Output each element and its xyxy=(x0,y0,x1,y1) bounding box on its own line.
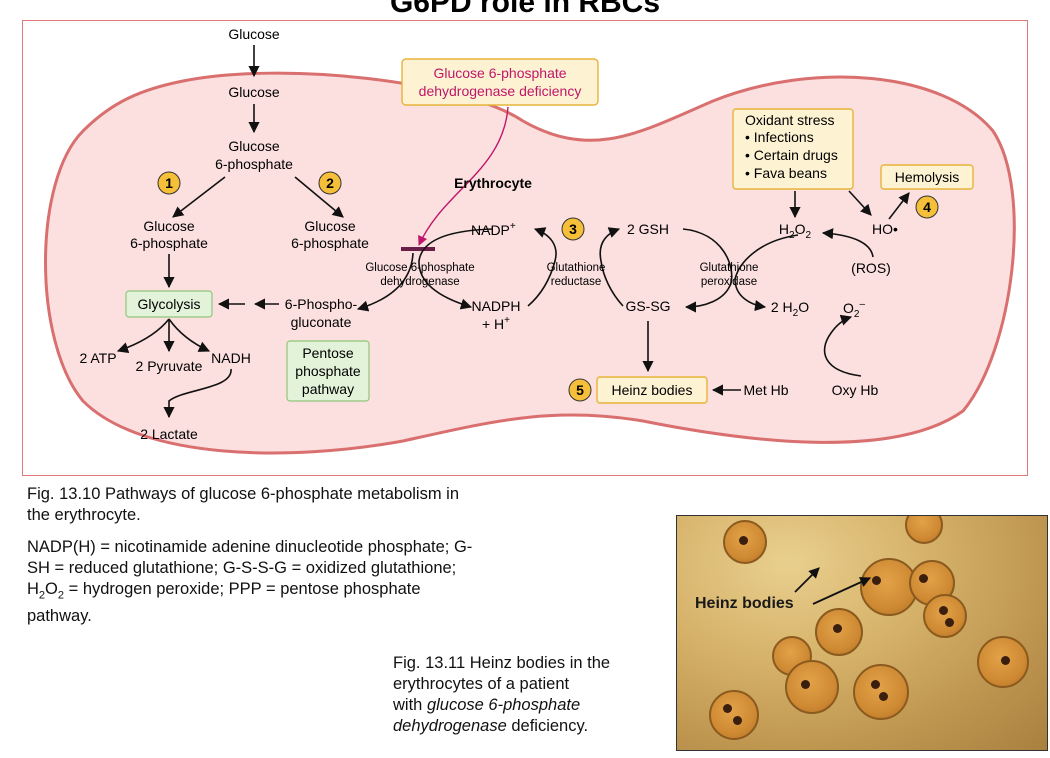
arrow-to-nadh xyxy=(168,318,211,352)
pyruvate-label: 2 Pyruvate xyxy=(136,358,203,374)
abbreviations-caption: NADP(H) = nicotinamide adenine dinucleot… xyxy=(27,538,473,626)
gsh-label: 2 GSH xyxy=(627,221,669,237)
nadph-line1: NADPH xyxy=(471,298,520,314)
atp-label: 2 ATP xyxy=(79,350,116,366)
erythrocyte-cell xyxy=(977,636,1029,688)
erythrocyte-cell xyxy=(860,558,918,616)
deficiency-line1: Glucose 6-phosphate xyxy=(433,65,566,81)
right-g6p-line1: Glucose xyxy=(304,218,356,234)
ppp-line2: phosphate xyxy=(295,363,361,379)
figure-13-10-caption: Fig. 13.10 Pathways of glucose 6-phospha… xyxy=(27,485,459,524)
step-badge-3-text: 3 xyxy=(569,221,577,237)
glycolysis-label: Glycolysis xyxy=(137,296,200,312)
phosphogluconate-line2: gluconate xyxy=(291,314,352,330)
heinz-bodies-micrograph: Heinz bodies xyxy=(676,515,1048,751)
nadp-label: NADP+ xyxy=(471,221,516,238)
pathway-diagram-panel: Glucose Glucose Glucose 6-phosphate 1 2 … xyxy=(22,20,1028,476)
h2o2-label: H2O2 xyxy=(779,221,812,241)
deficiency-box xyxy=(401,58,599,106)
glucose-top-label: Glucose xyxy=(228,26,280,42)
heinz-bodies-photo-label: Heinz bodies xyxy=(695,595,794,612)
lactate-label: 2 Lactate xyxy=(140,426,198,442)
gpx-enzyme-line2: peroxidase xyxy=(701,276,757,288)
left-g6p-line2: 6-phosphate xyxy=(130,235,208,251)
arrow-to-lactate xyxy=(163,368,232,419)
deficiency-line2: dehydrogenase deficiency xyxy=(419,83,582,99)
left-g6p-line1: Glucose xyxy=(143,218,195,234)
heinz-label: Heinz bodies xyxy=(612,382,693,398)
step-badge-1 xyxy=(157,171,181,195)
arrow-nadp-to-nadph xyxy=(418,228,494,310)
oxidant-stress-box xyxy=(732,108,854,190)
g6pd-enzyme-line1: Glucose 6-phosphate xyxy=(365,262,474,274)
superoxide-label: O2– xyxy=(843,299,865,320)
arrow-g6pd-reaction xyxy=(356,252,414,312)
g6p-label-line1: Glucose xyxy=(228,138,280,154)
arrow-h2o2-to-water xyxy=(734,234,799,312)
photo-annotation-arrows xyxy=(794,567,871,605)
arrow-to-ppp-branch xyxy=(294,176,344,218)
oxidant-item-infections: • Infections xyxy=(745,129,814,145)
oxidant-item-drugs: • Certain drugs xyxy=(745,147,838,163)
arrow-gr-to-nadp xyxy=(527,227,557,307)
step-badge-2 xyxy=(318,171,342,195)
oxidant-stress-title: Oxidant stress xyxy=(745,112,834,128)
step-badge-1-text: 1 xyxy=(165,175,173,191)
gr-enzyme-line1: Glutathione xyxy=(547,262,606,274)
arrow-to-atp xyxy=(116,318,170,354)
right-g6p-line2: 6-phosphate xyxy=(291,235,369,251)
ppp-box xyxy=(286,340,370,402)
phosphogluconate-line1: 6-Phospho- xyxy=(285,296,358,312)
page-title: G6PD role in RBCs xyxy=(389,0,661,19)
deficiency-arrow xyxy=(418,106,509,246)
hemolysis-label: Hemolysis xyxy=(895,169,960,185)
g6p-label-line2: 6-phosphate xyxy=(215,156,293,172)
hemolysis-box xyxy=(880,164,974,190)
erythrocyte-cell xyxy=(923,594,967,638)
step-badge-4-text: 4 xyxy=(923,199,931,215)
gr-enzyme-line2: reductase xyxy=(551,276,602,288)
step-badge-4 xyxy=(915,195,939,219)
arrow-oxyhb-to-superoxide xyxy=(823,314,862,377)
figure-13-11-caption: Fig. 13.11 Heinz bodies in the erythrocy… xyxy=(393,654,611,735)
erythrocyte-cell xyxy=(723,520,767,564)
step-badge-5 xyxy=(568,378,592,402)
arrow-to-glycolysis-branch xyxy=(172,176,226,218)
glucose-intracellular-label: Glucose xyxy=(228,84,280,100)
step-badge-5-text: 5 xyxy=(576,382,584,398)
ppp-line3: pathway xyxy=(302,381,354,397)
nadph-line2: + H+ xyxy=(482,315,510,332)
pathway-diagram: Glucose Glucose Glucose 6-phosphate 1 2 … xyxy=(44,26,1016,455)
nadh-label: NADH xyxy=(211,350,251,366)
erythrocyte-cell xyxy=(785,660,839,714)
arrow-ros-to-h2o2 xyxy=(821,228,874,258)
heinz-box xyxy=(596,376,708,404)
erythrocyte-cell xyxy=(815,608,863,656)
step-badge-3 xyxy=(561,217,585,241)
gpx-enzyme-line1: Glutathione xyxy=(700,262,759,274)
arrow-gsh-to-gssg xyxy=(682,228,733,313)
arrow-gr-to-gsh xyxy=(599,227,624,307)
methb-label: Met Hb xyxy=(743,382,788,398)
water-label: 2 H2O xyxy=(771,299,809,319)
ppp-line1: Pentose xyxy=(302,345,354,361)
gssg-label: GS-SG xyxy=(625,298,670,314)
ros-label: (ROS) xyxy=(851,260,891,276)
arrow-oxidant-to-ho xyxy=(848,190,872,216)
erythrocyte-cell xyxy=(853,664,909,720)
oxyhb-label: Oxy Hb xyxy=(832,382,879,398)
erythrocyte-cell xyxy=(709,690,759,740)
glycolysis-box xyxy=(125,290,213,318)
ho-radical-label: HO• xyxy=(872,221,898,237)
oxidant-item-fava: • Fava beans xyxy=(745,165,827,181)
erythrocyte-label: Erythrocyte xyxy=(454,175,532,191)
arrow-ho-to-hemolysis xyxy=(888,192,910,220)
g6pd-enzyme-line2: dehydrogenase xyxy=(380,276,459,288)
step-badge-2-text: 2 xyxy=(326,175,334,191)
